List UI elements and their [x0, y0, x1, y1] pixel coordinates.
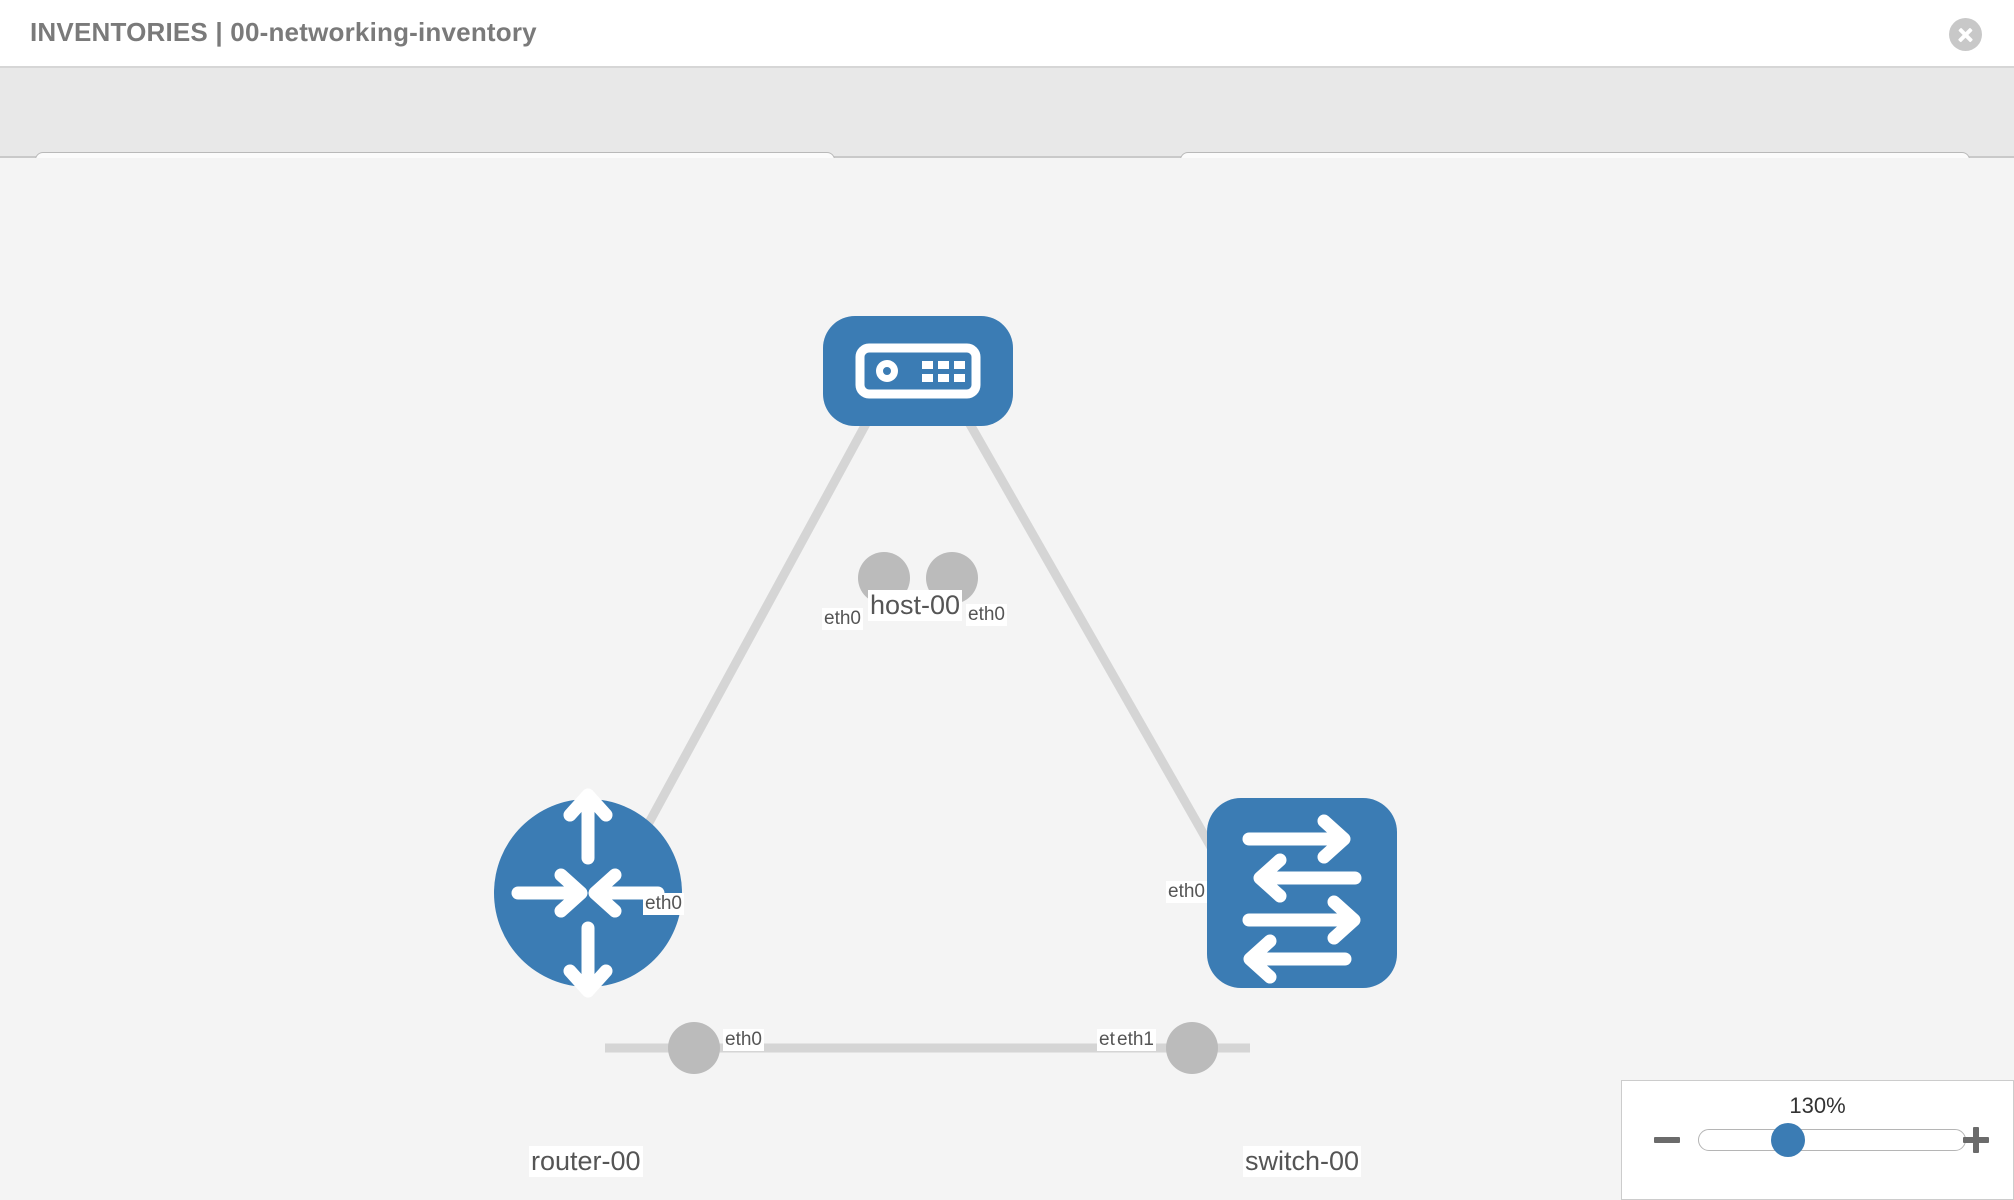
- node-label-host-00: host-00: [868, 590, 963, 622]
- edge-label-switch00-left-b: eth1: [1115, 1029, 1156, 1051]
- zoom-out-button[interactable]: [1652, 1125, 1682, 1155]
- zoom-slider-track[interactable]: [1698, 1129, 1966, 1151]
- edge-label-router00-up: eth0: [643, 893, 684, 915]
- zoom-slider-handle[interactable]: [1771, 1123, 1805, 1157]
- node-router-00: [494, 788, 682, 998]
- node-host-00: [823, 316, 1013, 426]
- close-icon[interactable]: [1949, 18, 1982, 51]
- connector-switch00-left: [1166, 1022, 1218, 1074]
- zoom-in-button[interactable]: [1961, 1125, 1991, 1155]
- page-header: INVENTORIES | 00-networking-inventory: [0, 0, 2014, 68]
- node-label-switch-00: switch-00: [1243, 1146, 1362, 1178]
- edge-label-switch00-up: eth0: [1166, 881, 1207, 903]
- edge-label-router00-right: eth0: [723, 1029, 764, 1051]
- topology-edges: [604, 395, 1250, 1053]
- topology-canvas[interactable]: host-00 router-00 switch-00 eth0 eth0 et…: [0, 158, 2014, 1200]
- edge-label-host00-right: eth0: [966, 604, 1007, 626]
- connector-router00-right: [668, 1022, 720, 1074]
- zoom-percent-label: 130%: [1789, 1093, 1846, 1118]
- zoom-control: 130%: [1621, 1080, 2014, 1200]
- node-switch-00: [1207, 798, 1397, 988]
- node-label-router-00: router-00: [529, 1146, 643, 1178]
- toolbar: ACTIONS SEARCH: [0, 68, 2014, 208]
- edge-host00-switch00: [951, 395, 1244, 901]
- edge-host00-router00: [604, 395, 884, 901]
- topology-graph: [494, 316, 1397, 1074]
- page-title: INVENTORIES | 00-networking-inventory: [30, 17, 537, 47]
- edge-label-host00-left: eth0: [822, 608, 863, 630]
